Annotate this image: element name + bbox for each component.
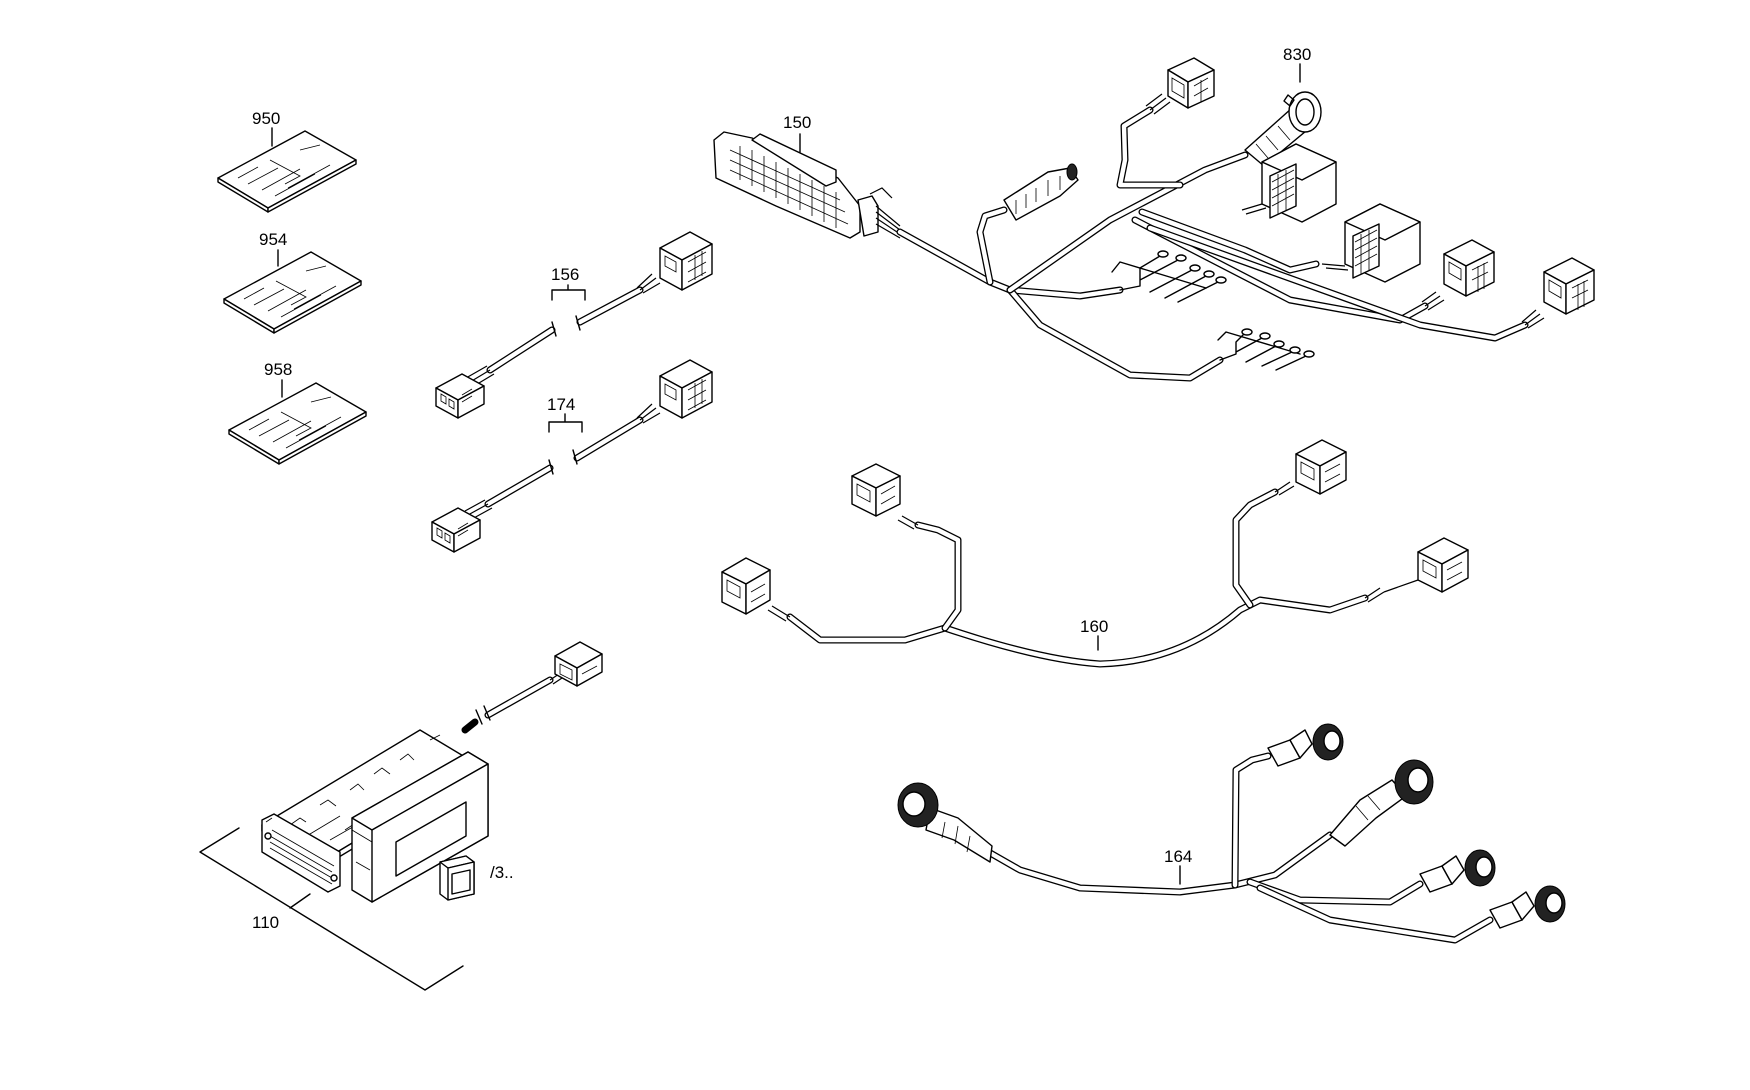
adapter-cable-174: 174 xyxy=(431,359,713,553)
ecu-connector-150 xyxy=(713,131,901,239)
round-connector-164-left xyxy=(897,782,993,863)
square-socket-150-a xyxy=(1241,143,1337,223)
connector-156-left xyxy=(435,365,495,419)
connector-150-right-b xyxy=(1521,257,1595,329)
document-card-950: 950 xyxy=(217,109,357,213)
connector-160-upper-left xyxy=(851,463,919,530)
adapter-cable-156: 156 xyxy=(435,231,713,419)
label-156: 156 xyxy=(551,265,579,284)
connector-110 xyxy=(549,641,603,687)
inline-plug-150 xyxy=(1003,163,1079,221)
harness-160: 160 xyxy=(721,439,1469,668)
connector-160-upper-right xyxy=(1274,439,1347,496)
label-110: 110 xyxy=(252,913,279,932)
connector-174-right xyxy=(636,359,713,424)
small-block-3 xyxy=(439,855,475,901)
main-harness-150: 830 xyxy=(713,45,1595,382)
label-164: 164 xyxy=(1164,847,1192,866)
angle-connector-164-b xyxy=(1489,885,1566,929)
label-950: 950 xyxy=(252,109,280,128)
harness-164: 164 xyxy=(897,723,1566,944)
label-954: 954 xyxy=(259,230,287,249)
label-160: 160 xyxy=(1080,617,1108,636)
label-174: 174 xyxy=(547,395,575,414)
control-unit-kit-110: /3.. 110 xyxy=(199,641,603,991)
connector-160-right xyxy=(1364,537,1469,603)
label-958: 958 xyxy=(264,360,292,379)
label-ref3: /3.. xyxy=(490,863,514,882)
connector-156-right xyxy=(636,231,713,294)
connector-160-left xyxy=(721,557,791,622)
connector-150-top xyxy=(1145,57,1215,115)
round-connector-164-mid xyxy=(1329,759,1434,847)
connector-174-left xyxy=(431,499,493,553)
angle-connector-164-top xyxy=(1267,723,1344,767)
document-card-958: 958 xyxy=(228,360,367,465)
document-card-954: 954 xyxy=(223,230,362,334)
sensor-connector-830: 830 xyxy=(1244,45,1322,167)
angle-connector-164-a xyxy=(1419,849,1496,893)
ring-terminals-150-a xyxy=(1111,250,1227,303)
ring-terminals-150-b xyxy=(1217,328,1315,371)
label-830: 830 xyxy=(1283,45,1311,64)
connector-150-right-a xyxy=(1421,239,1495,311)
square-socket-150-b xyxy=(1321,203,1421,283)
label-150: 150 xyxy=(783,113,811,132)
